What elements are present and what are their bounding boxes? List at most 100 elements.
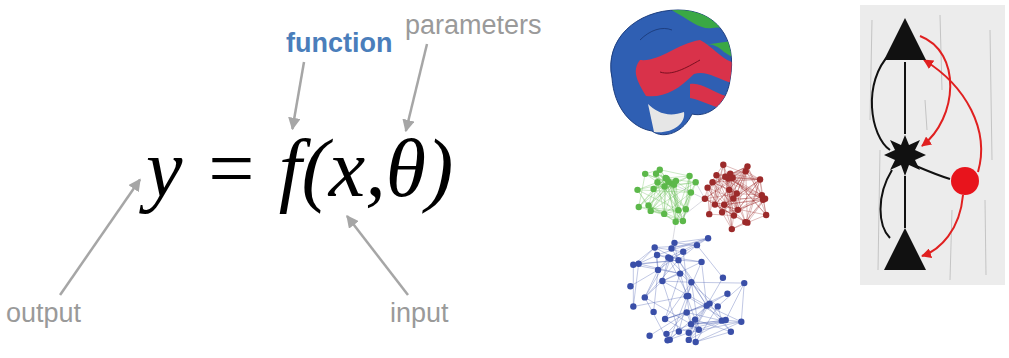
network-node [712,201,718,207]
network-node [744,163,750,169]
network-node [692,179,698,185]
network-link [747,180,760,223]
network-node [651,244,657,250]
network-node [702,196,708,202]
network-link [662,281,691,282]
network-node [676,328,682,334]
network-node [635,261,641,267]
brain-illustration [611,0,740,135]
network-node [686,173,692,179]
network-node [680,218,686,224]
network-node [744,219,750,225]
network-link [691,282,706,305]
network-link [678,260,701,262]
network-node [683,309,689,315]
network-node [729,226,735,232]
output-arrow [60,179,140,295]
network-node [672,219,678,225]
output-label: output [6,300,81,327]
network-node [734,190,740,196]
network-link [658,252,683,270]
network-link [639,247,655,263]
circuit-illustration [860,5,1005,285]
network-node [650,186,656,192]
network-link [651,182,669,211]
network-link [715,165,723,205]
network-node [673,178,679,184]
network-node [661,211,667,217]
network-link [710,304,731,332]
network-link [670,304,710,340]
network-link [638,190,679,210]
network-link [639,182,669,207]
network-link [715,205,747,223]
network-node [705,235,711,241]
network-link [672,238,709,248]
input-arrow [347,216,408,295]
network-node [686,337,692,343]
network-node [722,173,728,179]
network-node [704,184,710,190]
network-node [634,187,640,193]
network-node [720,162,726,168]
network-node [713,172,719,178]
network-link [730,174,766,215]
network-node [675,207,681,213]
network-node [735,207,741,213]
network-node [636,204,642,210]
network-node [720,275,726,281]
network-node [694,242,700,248]
network-link [633,264,638,307]
network-node [650,309,656,315]
network-node [763,212,769,218]
network-link [655,247,658,269]
network-node [677,270,683,276]
network-node [692,339,698,345]
network-link [678,260,706,305]
network-node [721,202,727,208]
network-node [642,171,648,177]
network-node [757,176,763,182]
network-node [655,267,661,273]
network-link [732,215,766,229]
network-link [687,262,702,296]
network-link [691,282,744,284]
network-node [661,183,667,189]
network-node [715,303,721,309]
network-node [662,316,668,322]
network-node [728,329,734,335]
network-node [731,212,737,218]
network-link [668,238,708,257]
parameters-label: parameters [405,12,542,39]
network-node [654,179,660,185]
network-link [726,283,745,320]
network-node [627,283,633,289]
network-node [698,259,704,265]
network-link [697,245,723,278]
network-link [713,166,748,182]
function-label: function [286,30,392,57]
network-node [741,280,747,286]
network-link [645,260,679,297]
network-node [724,291,730,297]
network-link [676,193,691,222]
network-node [646,332,652,338]
network-link [708,166,748,187]
network-node [680,249,686,255]
network-node [719,317,725,323]
equation: y = f(x,θ) [146,128,453,210]
network-node [738,319,744,325]
network-link [645,297,691,324]
network-link [678,245,696,260]
network-link [665,186,691,192]
network-link [718,283,744,306]
network-node [726,187,732,193]
network-node [667,336,673,342]
network-node [675,257,681,263]
network-node [719,209,725,215]
network-node [659,278,665,284]
network-link [638,190,691,193]
parameters-arrow [406,44,427,131]
network-illustration [627,162,769,346]
